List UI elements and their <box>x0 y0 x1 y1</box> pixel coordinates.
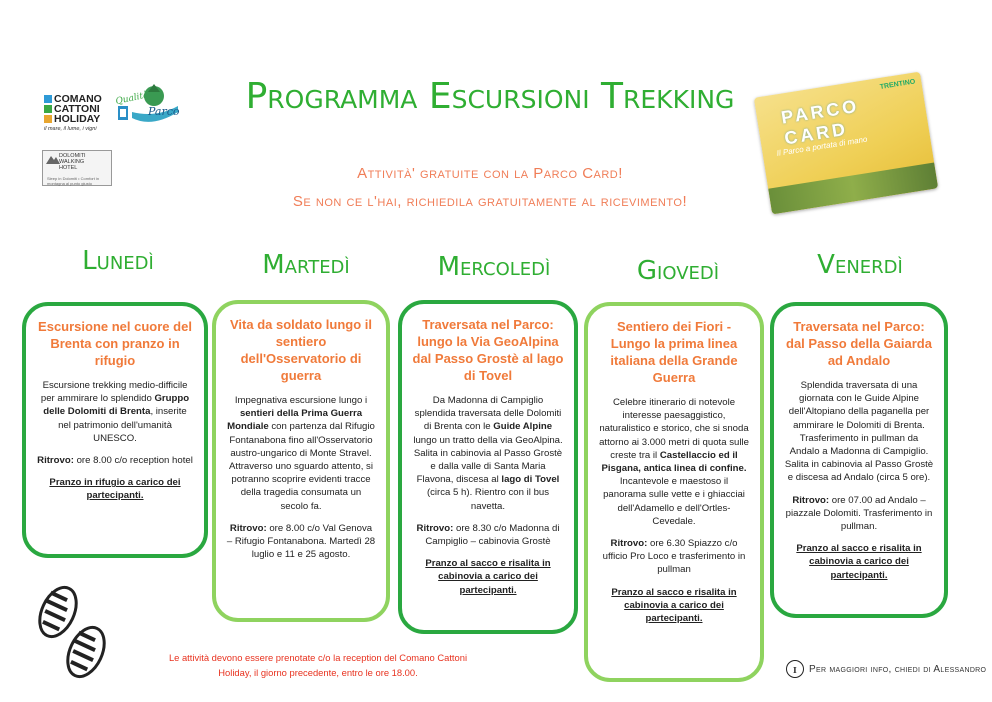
card-description: Splendida traversata di una giornata con… <box>784 380 934 484</box>
card-description: Impegnativa escursione lungo i sentieri … <box>227 395 375 512</box>
card-footer-note: Pranzo al sacco e risalita in cabinovia … <box>611 586 737 625</box>
card-ritrovo: Ritrovo: ore 8.00 c/o reception hotel <box>37 455 193 467</box>
card-footer-note: Pranzo al sacco e risalita in cabinovia … <box>425 558 551 596</box>
info-line: i Per maggiori info, chiedi di Alessandr… <box>786 660 986 678</box>
booking-note: Le attività devono essere prenotate c/o … <box>168 652 468 678</box>
card-footer-note: Pranzo al sacco e risalita in cabinovia … <box>796 543 922 581</box>
day-card-lunedi: Escursione nel cuore del Brenta con pran… <box>22 302 208 558</box>
logo-comano-tagline: il mare, il lume, i vigni <box>44 126 97 132</box>
day-card-martedi: Vita da soldato lungo il sentiero dell'O… <box>212 300 390 622</box>
qualita-parco-logo: Qualità Parco <box>115 82 180 128</box>
logo-dolomiti-line2: WALKING <box>59 159 85 165</box>
day-card-venerdi: Traversata nel Parco: dal Passo della Ga… <box>770 302 948 618</box>
card-title: Traversata nel Parco: dal Passo della Ga… <box>786 319 932 368</box>
subtitle-line2: Se non ce l'hai, richiedila gratuitament… <box>292 193 688 210</box>
card-ritrovo: Ritrovo: ore 07.00 ad Andalo – piazzale … <box>785 494 933 533</box>
day-card-mercoledi: Traversata nel Parco: lungo la Via GeoAl… <box>398 300 578 634</box>
logo-dolomiti-sub: Sleep in Dolomiti • Comfort in montagna … <box>47 176 100 186</box>
card-title: Traversata nel Parco: lungo la Via GeoAl… <box>412 317 564 383</box>
logo-parco-name: Parco <box>147 105 180 118</box>
comano-cattoni-logo: COMANO CATTONI HOLIDAY il mare, il lume,… <box>44 94 108 132</box>
card-description: Celebre itinerario di notevole interesse… <box>599 397 749 527</box>
card-description: Escursione trekking medio-difficile per … <box>40 380 190 444</box>
card-description: Da Madonna di Campiglio splendida traver… <box>413 395 563 512</box>
info-icon: i <box>786 660 804 678</box>
day-header-giovedi: Giovedì <box>636 256 720 286</box>
subtitle: Attività' gratuite con la Parco Card! Se… <box>270 160 710 216</box>
logo-comano-line1: COMANO <box>54 93 102 105</box>
logo-comano-line2: CATTONI <box>54 103 100 115</box>
card-ritrovo: Ritrovo: ore 6.30 Spiazzo c/o ufficio Pr… <box>602 538 746 576</box>
card-ritrovo: Ritrovo: ore 8.30 c/o Madonna di Campigl… <box>416 522 560 548</box>
day-header-lunedi: Lunedì <box>82 246 154 276</box>
day-header-venerdi: Venerdì <box>817 250 903 280</box>
logo-comano-line3: HOLIDAY <box>54 113 101 125</box>
day-card-giovedi: Sentiero dei Fiori - Lungo la prima line… <box>584 302 764 682</box>
logo-dolomiti-line1: DOLOMITI <box>59 153 86 159</box>
card-title: Sentiero dei Fiori - Lungo la prima line… <box>610 319 738 385</box>
page-title: Programma Escursioni Trekking <box>245 76 735 117</box>
day-header-mercoledi: Mercoledì <box>437 252 551 282</box>
parco-card-image: TRENTINO PARCO CARD Il Parco a portata d… <box>753 71 939 215</box>
mountain-icon <box>46 156 60 164</box>
day-header-martedi: Martedì <box>262 250 350 280</box>
subtitle-line1: Attività' gratuite con la Parco Card! <box>357 165 623 182</box>
parco-card-landscape <box>768 162 939 215</box>
logo-dolomiti-line3: HOTEL <box>59 165 78 171</box>
card-ritrovo: Ritrovo: ore 8.00 c/o Val Genova – Rifug… <box>226 522 376 561</box>
card-footer-note: Pranzo in rifugio a carico dei partecipa… <box>49 477 181 502</box>
card-title: Escursione nel cuore del Brenta con pran… <box>38 319 192 368</box>
card-title: Vita da soldato lungo il sentiero dell'O… <box>229 317 373 383</box>
footprints-icon <box>38 585 106 679</box>
info-text: Per maggiori info, chiedi di Alessandro <box>809 663 987 675</box>
